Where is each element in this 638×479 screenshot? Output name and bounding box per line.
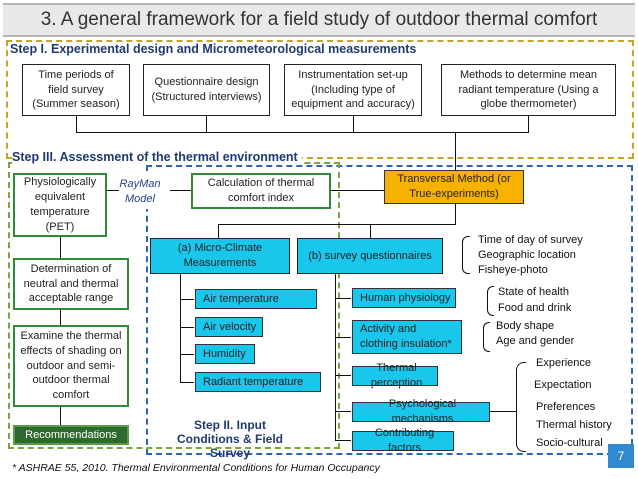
footnote: * ASHRAE 55, 2010. Thermal Environmental… xyxy=(12,462,380,474)
neutral-range-box: Determination of neutral and thermal acc… xyxy=(13,258,129,310)
note-state-of-health: State of health xyxy=(498,286,569,298)
step2-label: Step II. Input Conditions & Field Survey xyxy=(177,418,283,460)
air-temperature-box: Air temperature xyxy=(195,289,317,309)
survey-questionnaires-box: (b) survey questionnaires xyxy=(297,238,443,274)
rayman-model-label: RayMan Model xyxy=(116,175,164,209)
step1-frame xyxy=(6,40,634,159)
recommendations-box: Recommendations xyxy=(13,425,129,445)
transversal-method-box: Transversal Method (or True-experiments) xyxy=(384,170,524,204)
note-experience: Experience xyxy=(536,357,592,369)
bracket-activity xyxy=(483,322,490,352)
shading-effects-box: Examine the thermal effects of shading o… xyxy=(13,325,129,407)
pet-box: Physiologically equivalent temperature (… xyxy=(13,173,107,237)
time-periods-box: Time periods of field survey (Summer sea… xyxy=(22,64,130,116)
note-body-shape: Body shape xyxy=(496,320,555,332)
instrumentation-box: Instrumentation set-up (Including type o… xyxy=(284,64,422,116)
page-title: 3. A general framework for a field study… xyxy=(3,3,635,37)
page-number: 7 xyxy=(608,444,634,468)
bracket-psych xyxy=(516,362,526,452)
thermal-perception-box: Thermal perception xyxy=(352,362,438,389)
note-fisheye-photo: Fisheye-photo xyxy=(478,264,548,276)
bracket-physiology xyxy=(487,286,494,316)
air-velocity-box: Air velocity xyxy=(195,317,263,337)
bracket-survey xyxy=(462,236,470,274)
mrt-methods-box: Methods to determine mean radiant temper… xyxy=(441,64,616,116)
note-age-and-gender: Age and gender xyxy=(496,335,575,347)
radiant-temperature-box: Radiant temperature xyxy=(195,372,321,392)
note-geographic-location: Geographic location xyxy=(478,249,576,261)
step1-label: Step I. Experimental design and Micromet… xyxy=(10,42,417,56)
step3-label: Step III. Assessment of the thermal envi… xyxy=(12,150,302,164)
note-time-of-day: Time of day of survey xyxy=(478,234,583,246)
micro-climate-box: (a) Micro-Climate Measurements xyxy=(150,238,290,274)
step2-frame xyxy=(146,165,633,455)
note-thermal-history: Thermal history xyxy=(536,419,612,431)
calc-comfort-index-box: Calculation of thermal comfort index xyxy=(191,173,331,209)
questionnaire-design-box: Questionnaire design (Structured intervi… xyxy=(143,64,270,116)
human-physiology-box: Human physiology xyxy=(352,288,456,308)
humidity-box: Humidity xyxy=(195,344,255,364)
note-food-and-drink: Food and drink xyxy=(498,302,572,314)
note-socio-cultural: Socio-cultural xyxy=(536,437,603,449)
contributing-factors-box: Contributing factors xyxy=(352,427,454,454)
note-preferences: Preferences xyxy=(536,401,596,413)
psychological-mechanisms-box: Psychological mechanisms xyxy=(352,398,490,425)
note-expectation: Expectation xyxy=(534,379,592,391)
activity-clothing-box: Activity and clothing insulation* xyxy=(352,320,462,354)
